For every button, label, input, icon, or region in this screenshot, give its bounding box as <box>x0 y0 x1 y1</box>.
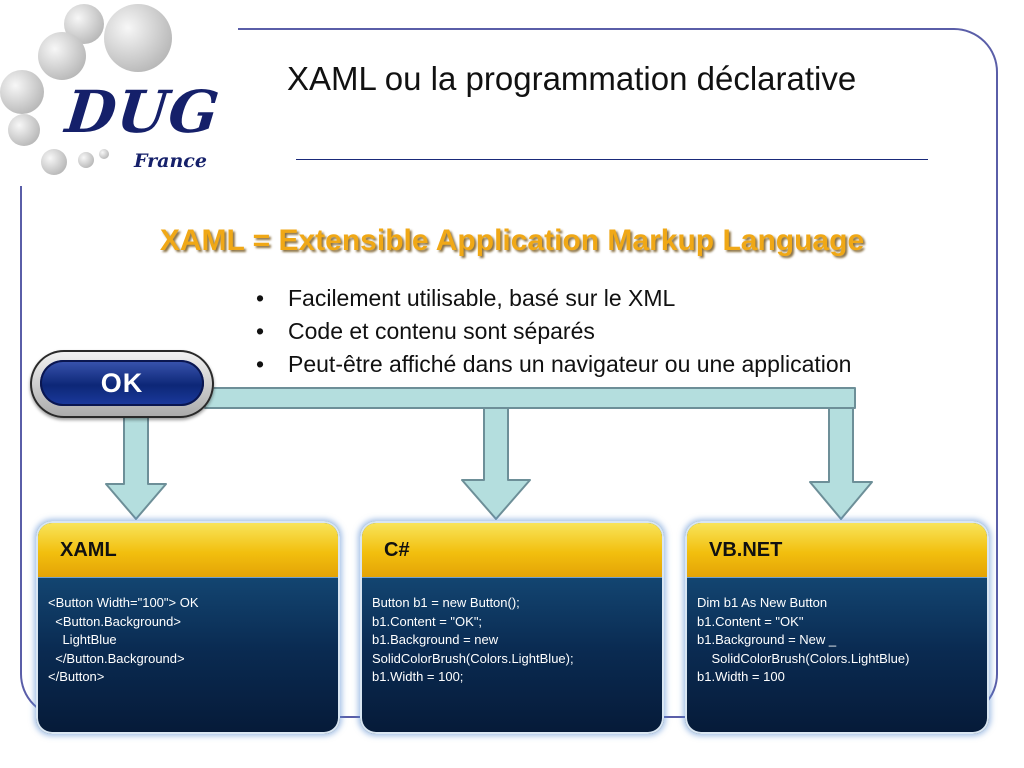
bullet-text: Facilement utilisable, basé sur le XML <box>288 285 676 311</box>
bullet-text: Code et contenu sont séparés <box>288 318 595 344</box>
panel-header <box>362 523 662 577</box>
panel-divider <box>362 577 662 578</box>
bullet-dot: • <box>256 318 265 344</box>
ok-button-illustration: OK <box>30 350 214 418</box>
title-underline <box>296 159 928 160</box>
bullet-text: Peut-être affiché dans un navigateur ou … <box>288 351 852 377</box>
arrow-to-vbnet <box>809 407 873 520</box>
panel-title: VB.NET <box>709 539 783 561</box>
logo-subtext: France <box>134 150 207 172</box>
logo-bubbles <box>0 4 172 175</box>
ok-button-face: OK <box>40 360 204 406</box>
slide-subtitle: XAML = Extensible Application Markup Lan… <box>159 224 865 257</box>
slide-title: XAML ou la programmation déclarative <box>287 60 857 97</box>
panel-title: C# <box>384 539 410 561</box>
bullet-dot: • <box>256 285 265 311</box>
panel-divider <box>38 577 338 578</box>
panel-code: Button b1 = new Button(); b1.Content = "… <box>372 595 574 684</box>
ok-button-label: OK <box>100 367 144 398</box>
panel-divider <box>687 577 987 578</box>
panel-header <box>38 523 338 577</box>
dug-logo: DUG France <box>0 0 240 190</box>
bullet-item: • Peut-être affiché dans un navigateur ou… <box>256 348 851 381</box>
bullet-item: • Code et contenu sont séparés <box>256 315 851 348</box>
panel-vbnet: VB.NET Dim b1 As New Button b1.Content =… <box>685 521 989 734</box>
bullet-item: • Facilement utilisable, basé sur le XML <box>256 282 851 315</box>
panel-header <box>687 523 987 577</box>
panel-xaml: XAML <Button Width="100"> OK <Button.Bac… <box>36 521 340 734</box>
panel-code: <Button Width="100"> OK <Button.Backgrou… <box>48 595 199 684</box>
connector-bar <box>204 387 856 409</box>
bullet-list: •Facilement utilisable, basé sur le XML … <box>256 282 851 381</box>
bullet-dot: • <box>256 351 265 377</box>
panel-title: XAML <box>60 539 117 561</box>
arrow-to-xaml <box>105 407 167 520</box>
panel-csharp: C# Button b1 = new Button(); b1.Content … <box>360 521 664 734</box>
panel-code: Dim b1 As New Button b1.Content = "OK" b… <box>697 595 910 684</box>
arrow-to-csharp <box>461 407 531 520</box>
